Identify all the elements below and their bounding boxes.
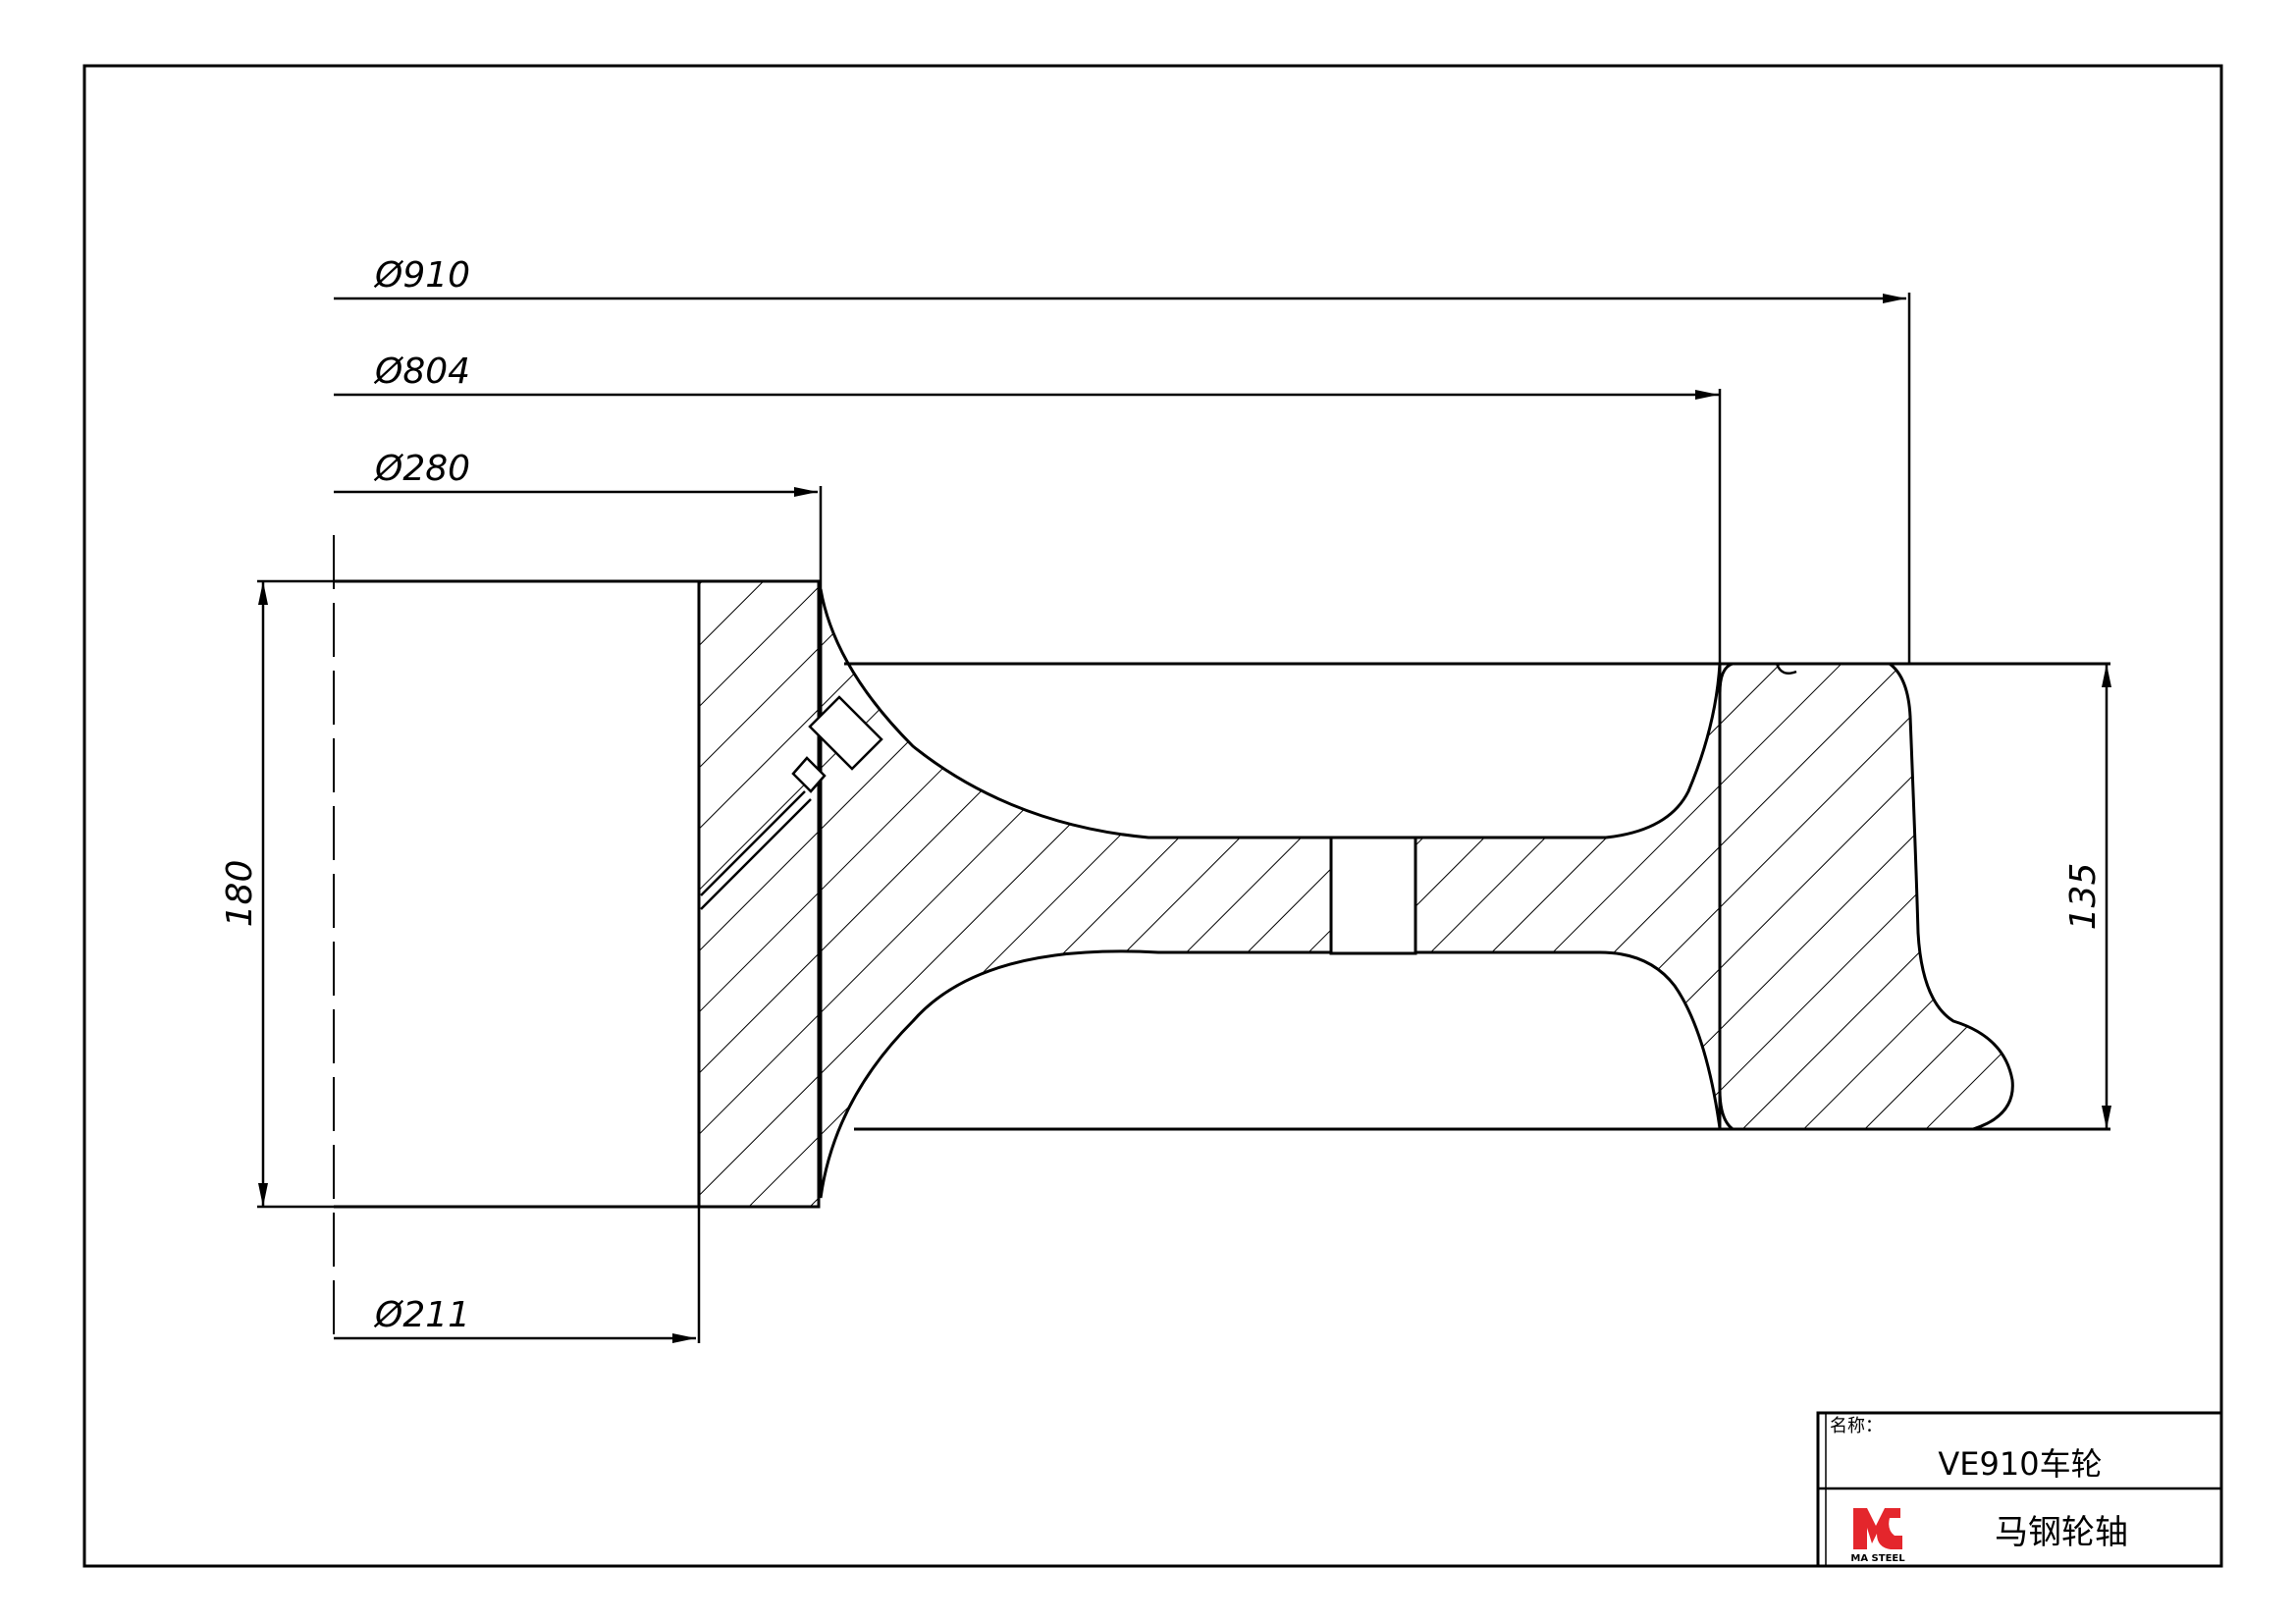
dim-135-arrow-top <box>2102 664 2111 687</box>
masteel-logo-text: MA STEEL <box>1850 1553 1905 1564</box>
masteel-logo: MA STEEL <box>1850 1508 1905 1564</box>
oil-channel-line-b <box>700 798 812 910</box>
dim-180-arrow-bottom <box>258 1183 268 1207</box>
title-block: 名称： VE910车轮 马钢轮轴 MA STEEL <box>1816 1411 2223 1568</box>
drawing-frame <box>82 64 2223 1568</box>
rim-section <box>1718 662 2014 1131</box>
dim-211-arrow <box>672 1333 696 1343</box>
dim-280-arrow <box>794 487 818 497</box>
dim-180-arrow-top <box>258 581 268 605</box>
dim-804-label: Ø804 <box>373 352 470 392</box>
dim-211-label: Ø211 <box>373 1295 470 1335</box>
dim-135-arrow-bottom <box>2102 1106 2111 1129</box>
dim-280-label: Ø280 <box>373 449 470 489</box>
title-name-value: VE910车轮 <box>1938 1445 2102 1483</box>
dim-804-arrow <box>1695 390 1719 400</box>
hub-section <box>697 579 821 1209</box>
dim-910-arrow <box>1883 294 1906 303</box>
dim-180-label: 180 <box>220 860 260 928</box>
dim-135-label: 135 <box>2063 863 2104 931</box>
web-hole <box>1329 836 1417 955</box>
oil-plug <box>791 695 883 793</box>
title-name-label: 名称： <box>1830 1416 1883 1436</box>
oil-channel-line-a <box>700 790 806 896</box>
web-section <box>819 588 1722 1199</box>
masteel-logo-mark <box>1853 1508 1902 1549</box>
dim-910-label: Ø910 <box>373 255 470 296</box>
title-company: 马钢轮轴 <box>1995 1513 2128 1552</box>
rim-notch <box>1775 663 1797 675</box>
